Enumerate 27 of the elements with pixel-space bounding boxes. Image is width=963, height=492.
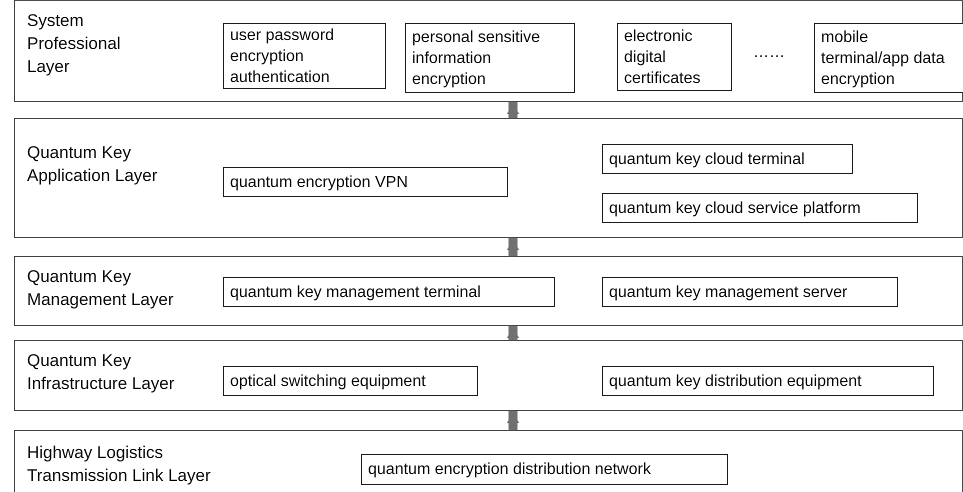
component-box: mobile terminal/app data encryption (814, 23, 963, 93)
layer-title: Highway Logistics Transmission Link Layer (27, 442, 212, 487)
layer-title: Quantum Key Infrastructure Layer (27, 350, 176, 395)
component-box: quantum key cloud terminal (602, 144, 853, 174)
ellipsis-text: …… (753, 44, 785, 62)
block-arrow (507, 326, 519, 340)
layer-title: Quantum Key Application Layer (27, 142, 158, 187)
component-box: quantum encryption VPN (223, 167, 508, 197)
block-arrow (507, 102, 519, 118)
component-box: quantum key management server (602, 277, 898, 307)
component-box: quantum key management terminal (223, 277, 555, 307)
layer-band (14, 340, 963, 411)
block-arrow (507, 238, 519, 256)
component-box: personal sensitive information encryption (405, 23, 575, 93)
layer-band (14, 0, 963, 102)
layer-band (14, 430, 963, 492)
component-box: quantum key distribution equipment (602, 366, 934, 396)
block-arrow (507, 411, 519, 430)
component-box: electronic digital certificates (617, 23, 732, 91)
component-box: user password encryption authentication (223, 23, 386, 89)
layer-band (14, 256, 963, 326)
layer-title: System Professional Layer (27, 10, 122, 78)
layer-band (14, 118, 963, 238)
layer-title: Quantum Key Management Layer (27, 266, 174, 311)
component-box: quantum key cloud service platform (602, 193, 918, 223)
component-box: optical switching equipment (223, 366, 478, 396)
component-box: quantum encryption distribution network (361, 454, 728, 485)
